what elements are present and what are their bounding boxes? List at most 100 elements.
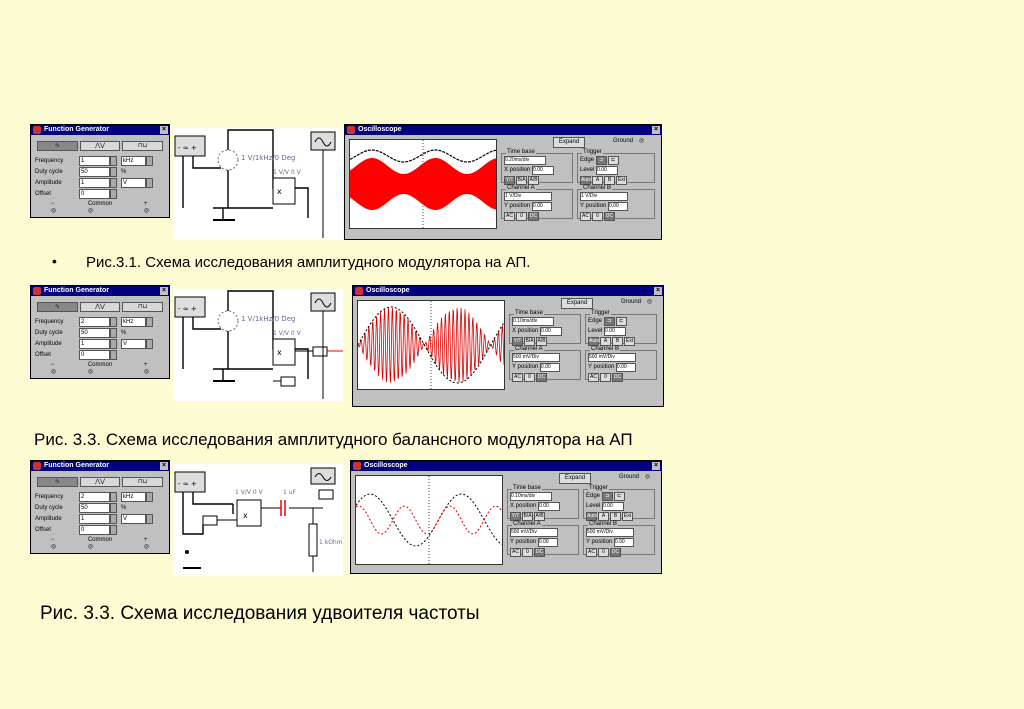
fg-param-input[interactable]: 0 — [79, 188, 110, 199]
spinner-icon[interactable] — [146, 316, 153, 327]
fg-titlebar[interactable]: Function Generator× — [31, 125, 169, 135]
minus-terminal-icon[interactable]: −◎ — [50, 362, 57, 375]
auto-button[interactable]: Auto — [580, 176, 592, 185]
xpos-input[interactable]: 0.00 — [538, 502, 561, 511]
channel-a-scale-input[interactable]: 500 mV/Div — [510, 528, 558, 537]
sine-wave-button[interactable]: ∿ — [37, 141, 78, 151]
level-input[interactable]: 0.00 — [604, 327, 627, 336]
ext-button[interactable]: Ext — [616, 176, 627, 185]
close-icon[interactable]: × — [160, 126, 168, 134]
channel-b-scale-input[interactable]: 1 V/Div — [580, 192, 628, 201]
ba-button[interactable]: B/A — [524, 337, 535, 346]
ground-terminal-icon[interactable]: ◎ — [645, 474, 651, 480]
common-terminal[interactable]: Common◎ — [87, 362, 113, 375]
spinner-icon[interactable] — [146, 491, 153, 502]
fg-param-input[interactable]: 2 — [79, 316, 110, 327]
close-icon[interactable]: × — [652, 126, 660, 134]
channel-a-ypos-input[interactable]: 0.00 — [537, 538, 558, 547]
triangle-wave-button[interactable]: ⋀⋁ — [79, 477, 121, 487]
channel-b-ac-button[interactable]: AC — [580, 212, 591, 221]
channel-b-dc-button[interactable]: DC — [604, 212, 615, 221]
ext-button[interactable]: Ext — [622, 512, 633, 521]
expand-button[interactable]: Expand — [559, 473, 591, 484]
falling-edge-icon[interactable]: ⊏ — [613, 492, 625, 501]
spinner-icon[interactable] — [110, 188, 117, 199]
rising-edge-icon[interactable]: ⊐ — [603, 317, 615, 326]
square-wave-button[interactable]: ⊓⊔ — [122, 302, 164, 312]
expand-button[interactable]: Expand — [553, 137, 585, 148]
ab-button[interactable]: A/B — [536, 337, 547, 346]
rising-edge-icon[interactable]: ⊐ — [601, 492, 613, 501]
channel-a-zero-button[interactable]: 0 — [516, 212, 527, 221]
osc-titlebar[interactable]: Oscilloscope× — [353, 286, 663, 296]
osc-titlebar[interactable]: Oscilloscope× — [345, 125, 661, 135]
close-icon[interactable]: × — [652, 462, 660, 470]
common-terminal[interactable]: Common◎ — [87, 537, 113, 550]
fg-param-input[interactable]: 1 — [79, 338, 110, 349]
timebase-input[interactable]: 0.10ms/div — [512, 317, 554, 326]
fg-param-input[interactable]: 50 — [79, 166, 110, 177]
plus-terminal-icon[interactable]: +◎ — [143, 362, 150, 375]
channel-b-ypos-input[interactable]: 0.00 — [607, 202, 628, 211]
channel-a-scale-input[interactable]: 500 mV/Div — [512, 353, 560, 362]
expand-button[interactable]: Expand — [561, 298, 593, 309]
fg-param-input[interactable]: 1 — [79, 513, 110, 524]
close-icon[interactable]: × — [160, 462, 168, 470]
channel-a-dc-button[interactable]: DC — [536, 373, 547, 382]
fg-param-input[interactable]: 0 — [79, 349, 110, 360]
channel-a-dc-button[interactable]: DC — [528, 212, 539, 221]
fg-titlebar[interactable]: Function Generator× — [31, 286, 169, 296]
spinner-icon[interactable] — [146, 513, 153, 524]
minus-terminal-icon[interactable]: −◎ — [50, 537, 57, 550]
trigger-b-button[interactable]: B — [610, 512, 621, 521]
channel-b-dc-button[interactable]: DC — [612, 373, 623, 382]
falling-edge-icon[interactable]: ⊏ — [607, 156, 619, 165]
spinner-icon[interactable] — [110, 513, 117, 524]
auto-button[interactable]: Auto — [586, 512, 598, 521]
spinner-icon[interactable] — [110, 327, 117, 338]
common-terminal[interactable]: Common◎ — [87, 201, 113, 214]
channel-b-scale-input[interactable]: 500 mV/Div — [588, 353, 636, 362]
fg-unit-select[interactable]: V — [121, 338, 146, 349]
spinner-icon[interactable] — [110, 166, 117, 177]
channel-b-ypos-input[interactable]: 0.00 — [613, 538, 634, 547]
triangle-wave-button[interactable]: ⋀⋁ — [79, 141, 121, 151]
channel-a-ac-button[interactable]: AC — [512, 373, 523, 382]
channel-b-scale-input[interactable]: 500 mV/Div — [586, 528, 634, 537]
plus-terminal-icon[interactable]: +◎ — [143, 201, 150, 214]
spinner-icon[interactable] — [110, 316, 117, 327]
fg-param-input[interactable]: 50 — [79, 327, 110, 338]
fg-param-input[interactable]: 0 — [79, 524, 110, 535]
square-wave-button[interactable]: ⊓⊔ — [122, 141, 164, 151]
channel-b-zero-button[interactable]: 0 — [592, 212, 603, 221]
channel-a-ac-button[interactable]: AC — [504, 212, 515, 221]
close-icon[interactable]: × — [654, 287, 662, 295]
xpos-input[interactable]: 0.00 — [540, 327, 563, 336]
fg-param-input[interactable]: 1 — [79, 155, 110, 166]
close-icon[interactable]: × — [160, 287, 168, 295]
channel-b-ac-button[interactable]: AC — [588, 373, 599, 382]
channel-a-scale-input[interactable]: 1 V/Div — [504, 192, 552, 201]
fg-unit-select[interactable]: kHz — [121, 491, 146, 502]
channel-a-ac-button[interactable]: AC — [510, 548, 521, 557]
yt-button[interactable]: Y/T — [504, 176, 515, 185]
auto-button[interactable]: Auto — [588, 337, 600, 346]
ba-button[interactable]: B/A — [516, 176, 527, 185]
timebase-input[interactable]: 0.20ms/div — [504, 156, 546, 165]
channel-a-ypos-input[interactable]: 0.00 — [539, 363, 560, 372]
ground-terminal-icon[interactable]: ◎ — [647, 299, 653, 305]
spinner-icon[interactable] — [146, 338, 153, 349]
fg-unit-select[interactable]: V — [121, 513, 146, 524]
ground-terminal-icon[interactable]: ◎ — [639, 138, 645, 144]
channel-a-zero-button[interactable]: 0 — [522, 548, 533, 557]
sine-wave-button[interactable]: ∿ — [37, 477, 78, 487]
falling-edge-icon[interactable]: ⊏ — [615, 317, 627, 326]
spinner-icon[interactable] — [110, 524, 117, 535]
channel-a-zero-button[interactable]: 0 — [524, 373, 535, 382]
channel-b-ypos-input[interactable]: 0.00 — [615, 363, 636, 372]
